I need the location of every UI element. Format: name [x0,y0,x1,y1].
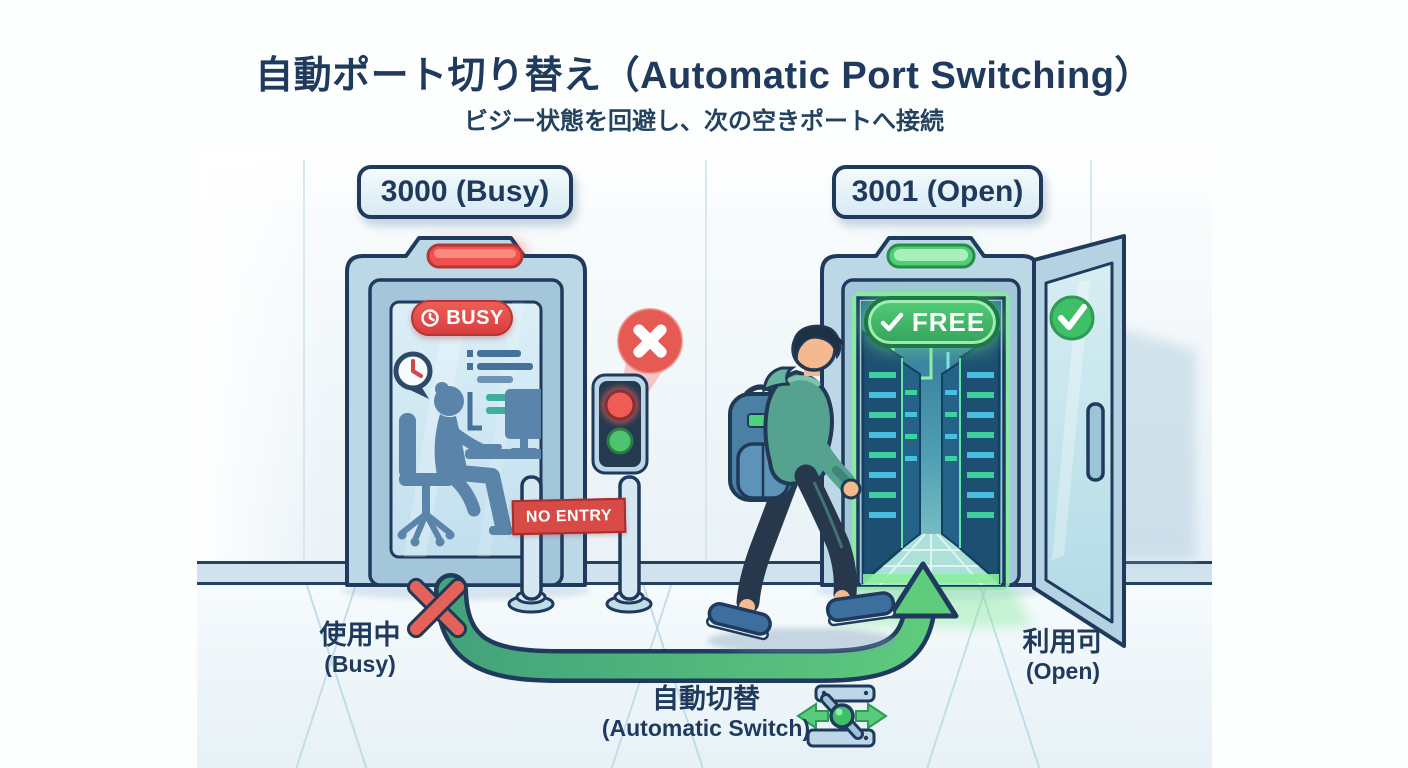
wall-seam-right [1090,160,1092,255]
open-caption-jp: 利用可 [1022,627,1104,657]
server-racks [861,329,1001,585]
switch-left-arrow [796,702,829,730]
free-badge: FREE [864,296,1000,348]
clock-icon [421,309,439,327]
check-icon [880,312,904,332]
traffic-light-icon [591,352,670,475]
busy-door-sign: 3000 (Busy) [357,165,573,219]
busy-badge-label: BUSY [446,306,504,329]
wall-seam-center [705,160,707,561]
hand [840,478,862,500]
front-shoe [825,591,896,627]
page-title: 自動ポート切り替え（Automatic Port Switching） [255,55,1153,97]
x-circle-icon [617,308,683,374]
busy-door-window-content [393,302,541,557]
hood [762,366,797,393]
open-door-sign: 3001 (Open) [832,165,1043,219]
free-badge-label: FREE [911,306,986,337]
page-subtitle: ビジー状態を回避し、次の空きポートへ接続 [464,108,944,135]
x-mark-icon [406,577,468,639]
busy-caption-en: (Busy) [324,651,396,678]
red-lamp [604,389,636,421]
busy-badge: BUSY [411,300,513,336]
port-switch-icon [796,684,888,748]
switch-right-arrow [855,702,888,730]
green-lamp [606,427,634,455]
open-caption-en: (Open) [1025,658,1101,685]
busy-light-highlight [434,249,516,258]
walking-person [705,324,897,654]
no-entry-banner: NO ENTRY [511,497,627,536]
arrow-head [887,561,959,619]
switch-caption-en: (Automatic Switch) [601,715,811,742]
switch-caption-jp: 自動切替 [652,684,760,714]
clock-bubble-icon [393,351,433,399]
open-door-panel [1032,234,1126,648]
switch-pivot [829,703,855,729]
open-caption: 利用可 (Open) [993,627,1133,684]
front-leg [794,464,857,606]
open-door [820,234,1196,648]
back-shoe [705,602,772,641]
door-handle [1086,402,1105,482]
busy-caption: 使用中 (Busy) [280,620,440,677]
barrier-post-right [618,475,641,601]
no-entry-label: NO ENTRY [525,506,613,526]
curved-arrow-icon [406,561,959,683]
hair [792,324,842,361]
wall-seam-left [303,160,305,561]
barrier-post-left [520,475,543,601]
busy-caption-jp: 使用中 [319,620,401,650]
switch-caption: 自動切替 (Automatic Switch) [595,684,817,741]
server-room-interior [861,301,1001,585]
developer-silhouette [397,382,541,547]
